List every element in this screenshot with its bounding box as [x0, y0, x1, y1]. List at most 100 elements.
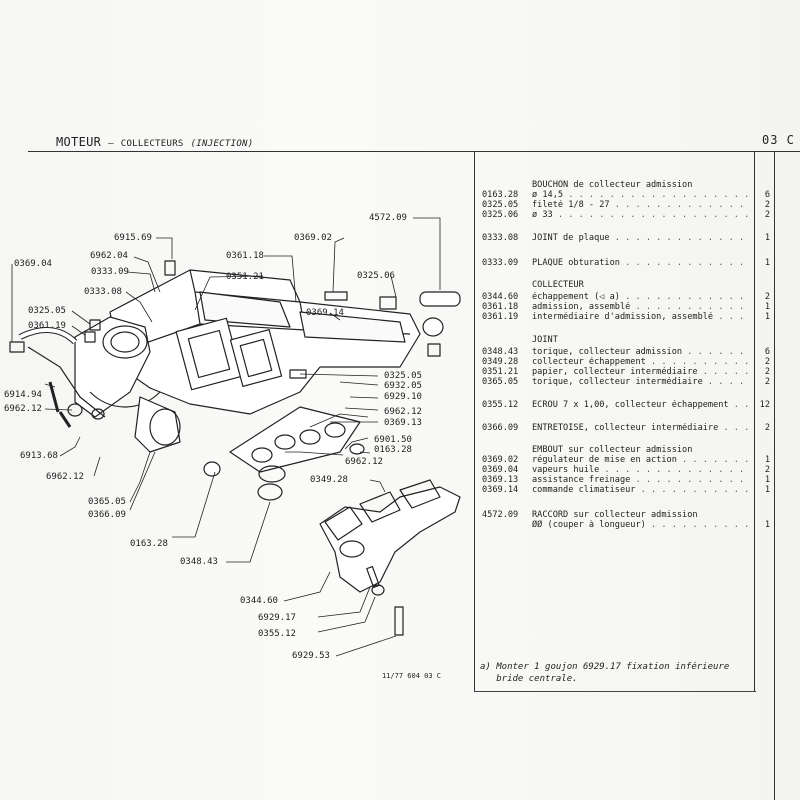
part-description: ENTRETOISE, collecteur intermédiaire — [532, 423, 750, 433]
qty-column-right-rule — [774, 152, 775, 800]
part-description: commande climatiseur — [532, 485, 750, 495]
callout-6929-10: 6929.10 — [384, 392, 422, 402]
callout-6962-12-right: 6962.12 — [384, 407, 422, 417]
callout-6962-12-bottom: 6962.12 — [46, 472, 84, 482]
part-quantity: 6 — [764, 347, 770, 357]
part-description: torique, collecteur intermédiaire — [532, 377, 750, 387]
part-description: collecteur échappement — [532, 357, 750, 367]
part-quantity: 2 — [764, 200, 770, 210]
part-description: PLAQUE obturation — [532, 258, 750, 268]
callout-6929-53: 6929.53 — [292, 651, 330, 661]
callout-6932-05: 6932.05 — [384, 381, 422, 391]
callout-0325-05-left: 0325.05 — [28, 306, 66, 316]
part-quantity: 2 — [764, 367, 770, 377]
figure-code: 11/77 604 03 C — [382, 672, 442, 680]
exploded-diagram: 6915.69 0361.18 0369.02 4572.09 6962.04 … — [0, 152, 474, 692]
part-description: JOINT de plaque — [532, 233, 750, 243]
callout-0163-28-bottom: 0163.28 — [130, 539, 168, 549]
table-row: 0333.09 PLAQUE obturation 1 — [478, 258, 778, 268]
header-rule — [28, 151, 800, 152]
part-quantity: 1 — [764, 312, 770, 322]
part-description: ECROU 7 x 1,00, collecteur échappement — [532, 400, 750, 410]
part-description: COLLECTEUR — [532, 280, 584, 290]
part-ref: 0325.05 — [482, 200, 519, 210]
part-quantity: 1 — [764, 258, 770, 268]
part-ref: 4572.09 — [482, 510, 519, 520]
table-row: 0349.28 collecteur échappement 2 — [478, 357, 778, 367]
part-quantity: 1 — [764, 485, 770, 495]
section-title: MOTEUR — [56, 135, 102, 149]
part-description: régulateur de mise en action — [532, 455, 750, 465]
part-ref: 0366.09 — [482, 423, 519, 433]
part-quantity: 2 — [764, 357, 770, 367]
part-ref: 0361.18 — [482, 302, 519, 312]
table-row: 0333.08 JOINT de plaque 1 — [478, 233, 778, 243]
part-ref: 0369.02 — [482, 455, 519, 465]
table-row: 0365.05 torique, collecteur intermédiaire… — [478, 377, 778, 387]
table-left-rule — [474, 152, 475, 692]
part-description: fileté 1/8 - 27 — [532, 200, 750, 210]
note-line-1: a) Monter 1 goujon 6929.17 fixation infé… — [480, 662, 730, 672]
callout-0369-04: 0369.04 — [14, 259, 52, 269]
part-description: intermédiaire d'admission, assemblé — [532, 312, 750, 322]
table-row: 0355.12 ECROU 7 x 1,00, collecteur échapp… — [478, 400, 778, 410]
callout-6914-94: 6914.94 — [4, 390, 42, 400]
part-quantity: 1 — [764, 233, 770, 243]
callout-0365-05: 0365.05 — [88, 497, 126, 507]
callout-0349-28: 0349.28 — [310, 475, 348, 485]
part-quantity: 2 — [764, 465, 770, 475]
table-row: EMBOUT sur collecteur admission — [478, 445, 778, 455]
part-ref: 0348.43 — [482, 347, 519, 357]
callout-0325-05-right: 0325.05 — [384, 371, 422, 381]
part-description: EMBOUT sur collecteur admission — [532, 445, 693, 455]
callout-6962-12-left: 6962.12 — [4, 404, 42, 414]
table-row: BOUCHON de collecteur admission — [478, 180, 778, 190]
part-quantity: 2 — [764, 423, 770, 433]
note-rule — [474, 691, 756, 692]
part-ref: 0361.19 — [482, 312, 519, 322]
exhaust-manifold-outline — [319, 486, 461, 593]
callout-0344-60: 0344.60 — [240, 596, 278, 606]
part-quantity: 1 — [764, 520, 770, 530]
callout-6962-12-lower: 6962.12 — [345, 457, 383, 467]
part-ref: 0369.14 — [482, 485, 519, 495]
header-dash: – — [108, 139, 114, 149]
part-description: papier, collecteur intermédiaire — [532, 367, 750, 377]
part-description: JOINT — [532, 335, 558, 345]
part-description: BOUCHON de collecteur admission — [532, 180, 693, 190]
qty-column-left-rule — [754, 152, 755, 692]
part-quantity: 2 — [764, 210, 770, 220]
table-row: 0325.05 fileté 1/8 - 27 2 — [478, 200, 778, 210]
part-quantity: 1 — [764, 302, 770, 312]
part-ref: 0349.28 — [482, 357, 519, 367]
section-subtitle-variant: (INJECTION) — [190, 139, 254, 149]
assembly-note: a) Monter 1 goujon 6929.17 fixation infé… — [480, 661, 729, 685]
callout-6962-04: 6962.04 — [90, 251, 128, 261]
part-ref: 0333.08 — [482, 233, 519, 243]
table-row: 0369.14 commande climatiseur 1 — [478, 485, 778, 495]
table-row: ØØ (couper à longueur)1 — [478, 520, 778, 530]
callout-4572-09: 4572.09 — [369, 213, 407, 223]
part-ref: 0344.60 — [482, 292, 519, 302]
part-description: échappement (◁ a) — [532, 292, 750, 302]
part-ref: 0333.09 — [482, 258, 519, 268]
page-header: MOTEUR – COLLECTEURS (INJECTION) — [56, 135, 254, 149]
callout-6929-17: 6929.17 — [258, 613, 296, 623]
callout-0369-13: 0369.13 — [384, 418, 422, 428]
part-ref: 0355.12 — [482, 400, 519, 410]
table-row: 0348.43 torique, collecteur admission 6 — [478, 347, 778, 357]
part-ref: 0369.04 — [482, 465, 519, 475]
callout-0163-28-right: 0163.28 — [374, 445, 412, 455]
callout-0325-06: 0325.06 — [357, 271, 395, 281]
callout-0361-18: 0361.18 — [226, 251, 264, 261]
part-ref: 0365.05 — [482, 377, 519, 387]
part-description: torique, collecteur admission — [532, 347, 750, 357]
callout-0355-12: 0355.12 — [258, 629, 296, 639]
table-row: JOINT — [478, 335, 778, 345]
